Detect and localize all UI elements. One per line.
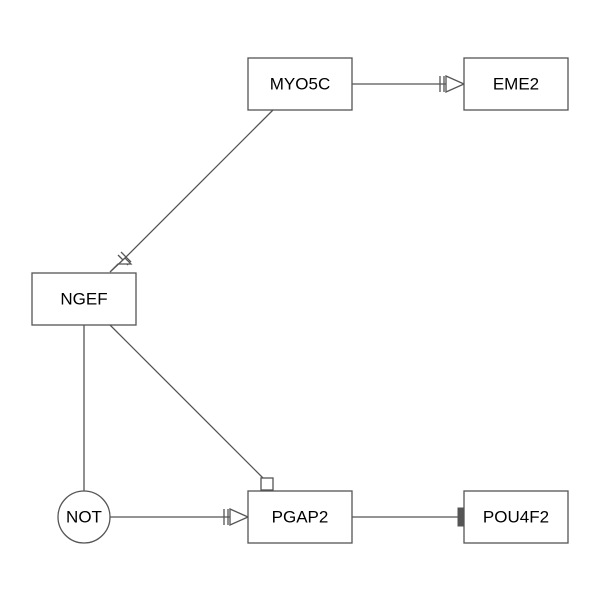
open-arrowhead-icon	[445, 74, 466, 94]
open-arrowhead-icon	[109, 257, 133, 273]
edge-myo5c-ngef	[109, 109, 274, 273]
node-not-operator[interactable]: NOT	[57, 490, 111, 544]
inhibition-bar-icon	[457, 507, 464, 527]
node-pou4f2[interactable]: POU4F2	[463, 490, 569, 544]
node-label: POU4F2	[483, 508, 549, 527]
node-label: NGEF	[60, 290, 107, 309]
node-pgap2[interactable]: PGAP2	[247, 490, 353, 544]
edge-pgap2-pou4f2	[352, 507, 464, 527]
node-label: PGAP2	[272, 508, 329, 527]
node-eme2[interactable]: EME2	[463, 57, 569, 111]
edge-myo5c-eme2	[352, 74, 466, 94]
open-square-icon	[260, 477, 274, 491]
open-arrowhead-icon	[229, 507, 250, 527]
edge-ngef-pgap2	[109, 324, 274, 491]
node-myo5c[interactable]: MYO5C	[247, 57, 353, 111]
edge-not-pgap2	[110, 507, 250, 527]
node-ngef[interactable]: NGEF	[31, 272, 137, 326]
node-label: EME2	[493, 75, 539, 94]
node-label: MYO5C	[270, 75, 330, 94]
node-label: NOT	[66, 508, 102, 527]
